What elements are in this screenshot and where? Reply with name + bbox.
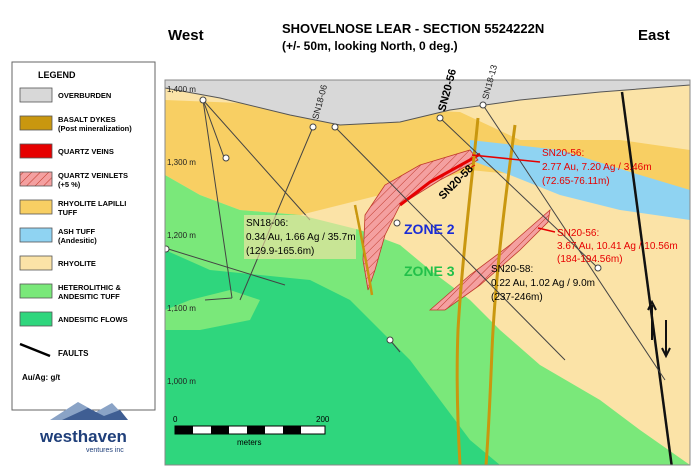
legend-item-label: (+5 %) xyxy=(58,180,81,189)
intercept-sn18-06: SN18-06: 0.34 Au, 1.66 Ag / 35.7m (129.9… xyxy=(244,215,356,259)
zone-3-label: ZONE 3 xyxy=(404,263,455,279)
leader-stub xyxy=(469,164,476,169)
legend-swatch xyxy=(19,115,53,131)
scale-start: 0 xyxy=(173,415,178,424)
intercept-sn20-58-hole: SN20-58: xyxy=(491,264,533,275)
westhaven-logo: westhaven ventures inc xyxy=(39,402,128,454)
east-label: East xyxy=(638,27,670,44)
legend-items: OVERBURDEN BASALT DYKES(Post mineralizati… xyxy=(19,87,132,327)
intercept-sn20-56-a-hole: SN20-56: xyxy=(542,148,584,159)
intercept-sn20-58-grade: 0.22 Au, 1.02 Ag / 9.0m xyxy=(491,278,595,289)
scale-unit: meters xyxy=(237,438,261,447)
elev-1400: 1,400 m xyxy=(167,85,196,94)
heterolithic-lens xyxy=(165,290,260,330)
intercept-sn20-56-a-grade: 2.77 Au, 7.20 Ag / 3.46m xyxy=(542,162,652,173)
legend-swatch xyxy=(19,227,53,243)
fault-east xyxy=(620,91,673,465)
legend-title: LEGEND xyxy=(38,70,76,80)
scale-bar: 0 200 meters xyxy=(173,415,330,447)
leader-sn20-56-a xyxy=(471,154,541,163)
basalt-dyke-3 xyxy=(353,204,374,296)
legend-faults-label: FAULTS xyxy=(58,349,89,358)
fault-arrow-up-icon xyxy=(647,299,657,340)
section-subtitle: (+/- 50m, looking North, 0 deg.) xyxy=(282,39,458,53)
elevation-labels: 1,400 m 1,300 m 1,200 m 1,100 m 1,000 m xyxy=(167,85,196,386)
intercept-sn20-58-interval: (237-246m) xyxy=(491,292,543,303)
legend-swatch xyxy=(19,283,53,299)
legend-item-label: HETEROLITHIC & xyxy=(58,283,121,292)
legend-item-label: (Post mineralization) xyxy=(58,124,132,133)
legend-item-label: OVERBURDEN xyxy=(58,91,111,100)
elev-1100: 1,100 m xyxy=(167,304,196,313)
legend-swatch xyxy=(19,199,53,215)
elev-1300: 1,300 m xyxy=(167,158,196,167)
legend-item-label: RHYOLITE xyxy=(58,259,96,268)
legend-item-label: ANDESITIC FLOWS xyxy=(58,315,128,324)
legend-swatch xyxy=(19,311,53,327)
drillhole-traces xyxy=(165,99,666,381)
legend-item-label: ASH TUFF xyxy=(58,227,95,236)
legend-item-label: BASALT DYKES xyxy=(58,115,116,124)
logo-sub: ventures inc xyxy=(86,447,124,454)
basalt-dyke-2 xyxy=(484,124,517,465)
intercept-sn20-56-b: SN20-56: 3.67 Au, 10.41 Ag / 10.56m (184… xyxy=(557,228,678,265)
intercept-sn20-58: SN20-58: 0.22 Au, 1.02 Ag / 9.0m (237-24… xyxy=(491,264,595,303)
legend-item-label: (Andesitic) xyxy=(58,236,97,245)
elev-1000: 1,000 m xyxy=(167,377,196,386)
legend-swatch xyxy=(19,255,53,271)
legend-swatch xyxy=(19,87,53,103)
legend-item-label: TUFF xyxy=(58,208,78,217)
elev-1200: 1,200 m xyxy=(167,231,196,240)
intercept-sn20-56-a-interval: (72.65-76.11m) xyxy=(542,176,610,187)
intercept-sn20-56-b-interval: (184-194.56m) xyxy=(557,254,623,265)
logo-name: westhaven xyxy=(39,427,127,446)
fault-arrow-down-icon xyxy=(661,320,671,359)
legend-item-label: RHYOLITE LAPILLI xyxy=(58,199,126,208)
legend-item-label: QUARTZ VEINLETS xyxy=(58,171,128,180)
geology-section xyxy=(165,80,690,465)
section-title: SHOVELNOSE LEAR - SECTION 5524222N xyxy=(282,21,544,36)
legend-units-label: Au/Ag: g/t xyxy=(22,373,61,382)
intercept-sn20-56-b-grade: 3.67 Au, 10.41 Ag / 10.56m xyxy=(557,241,678,252)
basalt-dyke-1 xyxy=(455,117,480,465)
intercept-sn18-06-interval: (129.9-165.6m) xyxy=(246,246,314,257)
intercept-sn20-56-a: SN20-56: 2.77 Au, 7.20 Ag / 3.46m (72.65… xyxy=(542,148,652,187)
intercept-sn20-56-b-hole: SN20-56: xyxy=(557,228,599,239)
legend-item-label: ANDESITIC TUFF xyxy=(58,292,120,301)
legend-swatch xyxy=(19,171,53,187)
legend-item-label: QUARTZ VEINS xyxy=(58,147,114,156)
zone-2-label: ZONE 2 xyxy=(404,221,455,237)
legend-swatch xyxy=(19,143,53,159)
west-label: West xyxy=(168,27,204,44)
intercept-sn18-06-grade: 0.34 Au, 1.66 Ag / 35.7m xyxy=(246,232,356,243)
legend-fault-line xyxy=(19,342,51,358)
leader-sn20-56-b xyxy=(537,227,556,233)
drillhole-collars xyxy=(165,96,602,344)
intercept-sn18-06-hole: SN18-06: xyxy=(246,218,288,229)
scale-end: 200 xyxy=(316,415,330,424)
section-frame xyxy=(164,79,691,466)
